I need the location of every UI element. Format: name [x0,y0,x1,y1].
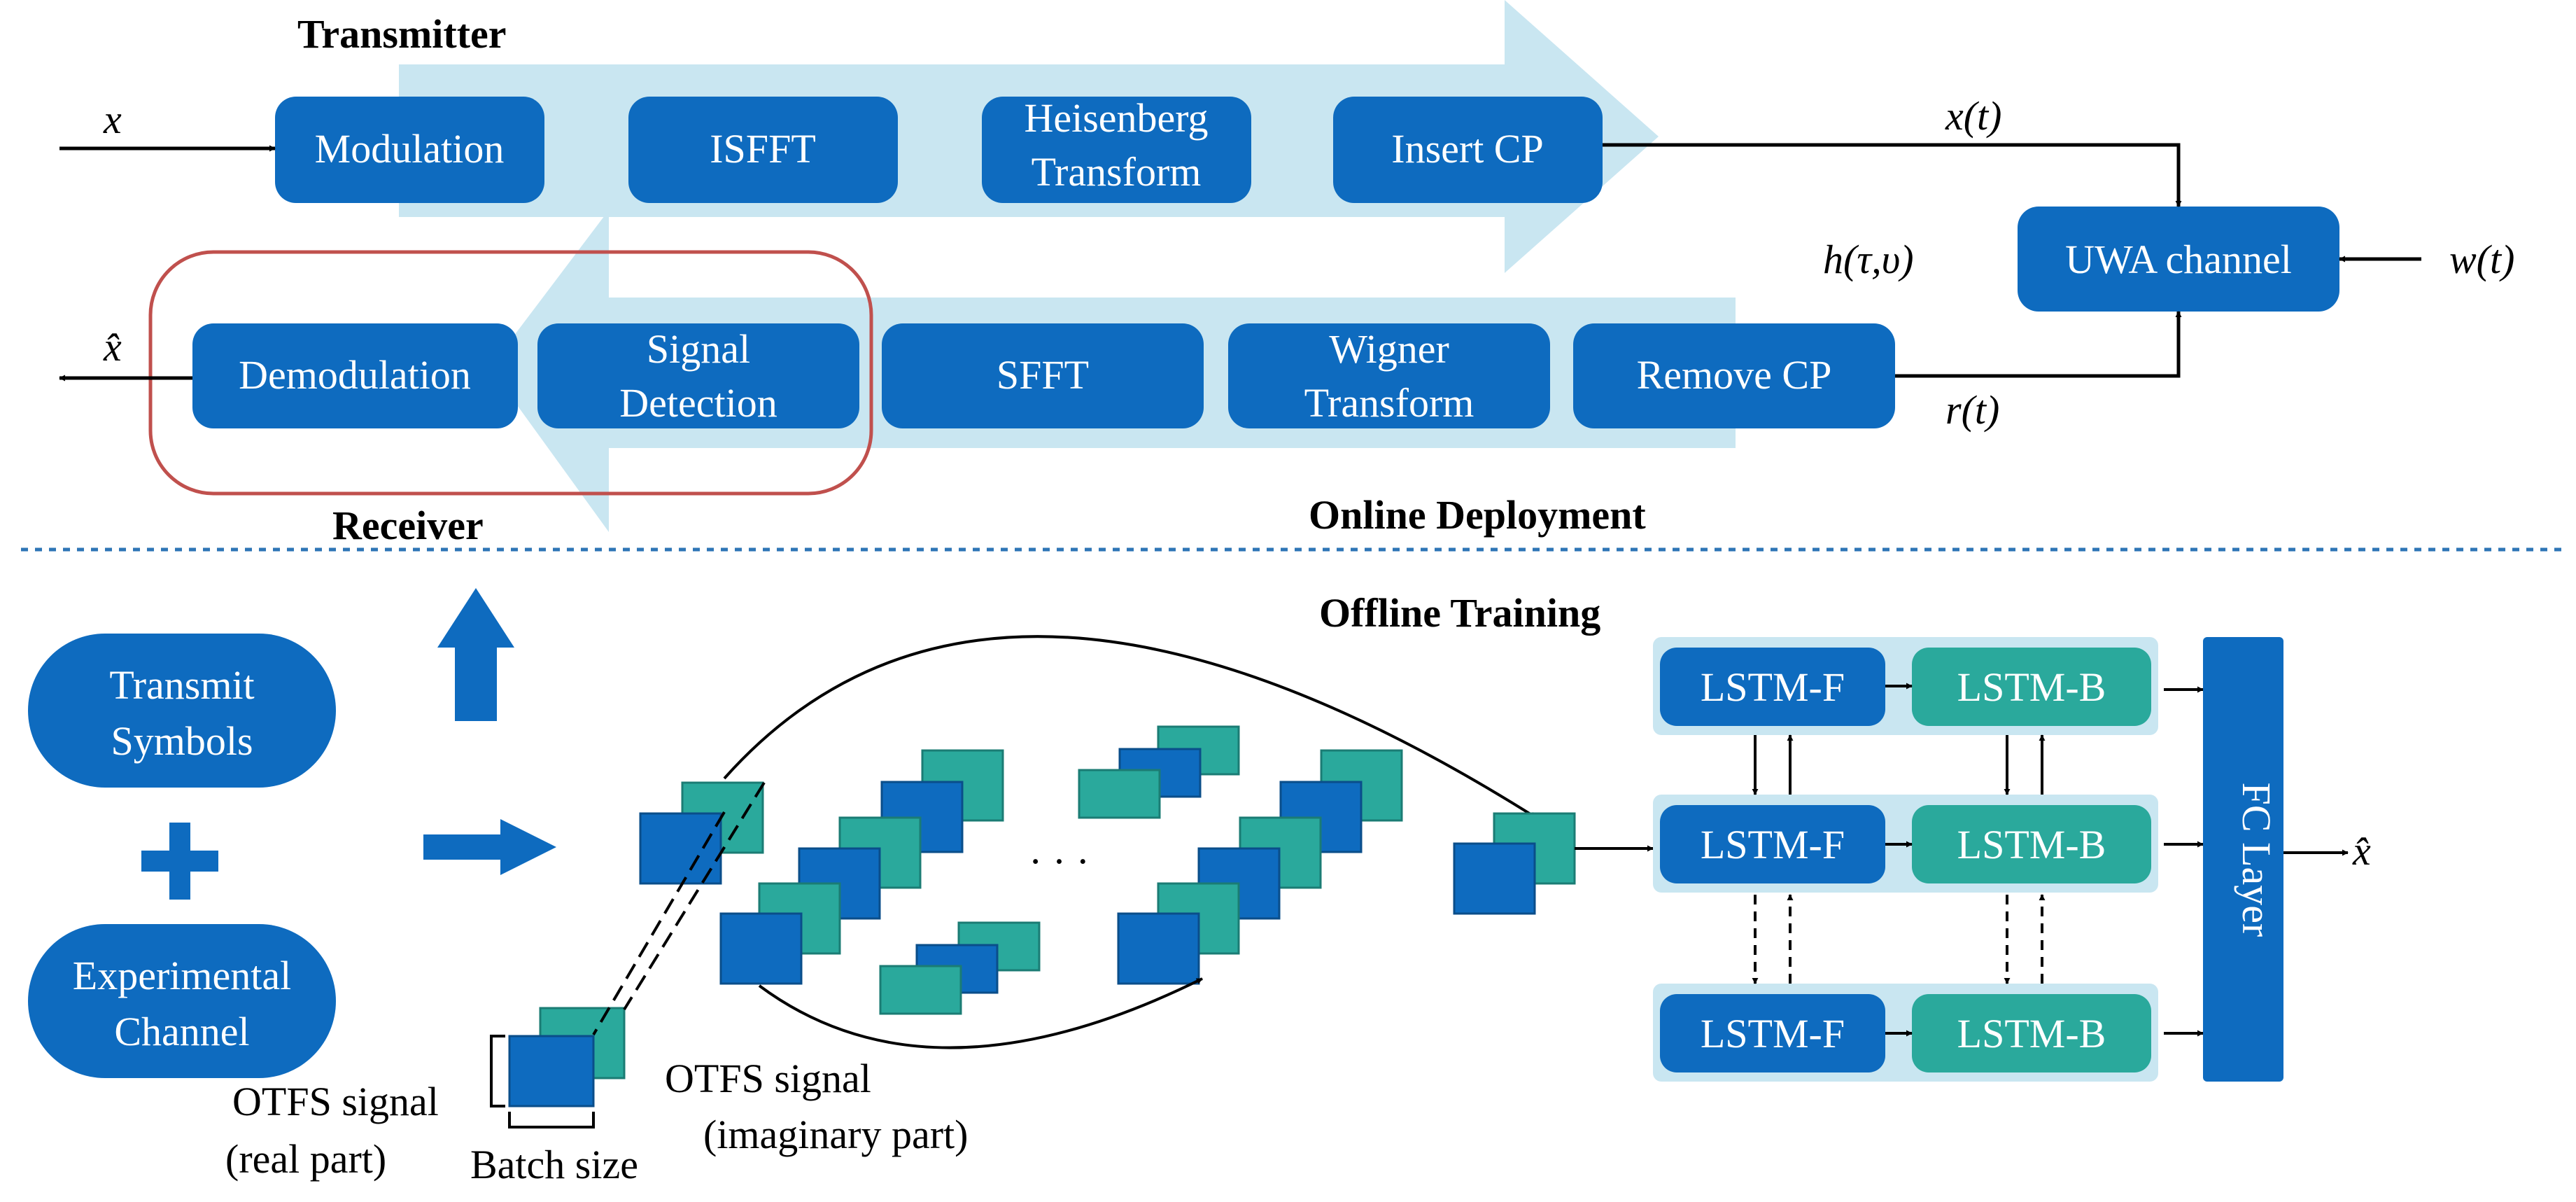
signal-h-label: h(τ,υ) [1823,237,1914,282]
rx-block-wigner: Wigner Transform [1228,323,1550,428]
signal-x-label: x [103,97,122,142]
rx-block-remove-cp: Remove CP [1573,323,1895,428]
svg-text:UWA channel: UWA channel [2065,237,2292,282]
signal-xt-label: x(t) [1945,93,2002,139]
otfs-real-label-line1: OTFS signal [232,1079,439,1124]
svg-text:LSTM-F: LSTM-F [1701,1011,1845,1056]
lstm-forward-cell: LSTM-F [1660,805,1885,883]
svg-text:Wigner: Wigner [1329,326,1449,372]
lstm-backward-cell: LSTM-B [1912,994,2151,1072]
svg-text:Detection: Detection [619,380,777,426]
zoom-line [623,781,766,1011]
bracket-bottom [508,1112,595,1128]
receiver-outline [148,250,873,496]
otfs-real-label-line2: (real part) [225,1136,386,1182]
otfs-stack-block [1117,912,1200,985]
tx-block-insert-cp: Insert CP [1333,97,1603,203]
otfs-imag-label-line1: OTFS signal [665,1056,871,1101]
svg-text:Insert CP: Insert CP [1391,126,1544,172]
lstm-forward-cell: LSTM-F [1660,994,1885,1072]
output-xhat-label: x̂ [2352,828,2371,874]
svg-text:Heisenberg: Heisenberg [1024,95,1208,141]
tx-block-isfft: ISFFT [628,97,898,203]
batch-size-label: Batch size [470,1142,638,1187]
tx-block-modulation: Modulation [275,97,544,203]
svg-text:Symbols: Symbols [111,718,253,764]
otfs-input-real [1453,842,1536,915]
plus-icon [141,823,218,900]
otfs-stack-block [719,912,803,985]
svg-text:FC Layer: FC Layer [2234,783,2279,937]
svg-text:Transform: Transform [1304,380,1474,426]
bracket-left [490,1035,505,1107]
curve-arrow-bottom [758,977,1203,1049]
lstm-backward-cell: LSTM-B [1912,648,2151,726]
signal-w-label: w(t) [2449,237,2514,282]
svg-text:Channel: Channel [114,1009,249,1054]
otfs-stack-block [879,965,962,1015]
lstm-forward-cell: LSTM-F [1660,648,1885,726]
curve-arrow-top [723,635,1537,819]
zoom-line [592,811,726,1036]
rx-block-demodulation: Demodulation [192,323,518,428]
svg-text:Modulation: Modulation [315,126,505,172]
rx-block-signal-detection: Signal Detection [537,323,859,428]
svg-text:Transmit: Transmit [109,662,254,708]
svg-text:Demodulation: Demodulation [239,352,471,398]
svg-text:Remove CP: Remove CP [1637,352,1832,398]
otfs-block-real [639,812,722,885]
uwa-channel-block: UWA channel [2018,207,2339,312]
lstm-backward-cell: LSTM-B [1912,805,2151,883]
transmit-symbols-block: Transmit Symbols [28,634,336,788]
offline-training-title: Offline Training [1319,590,1600,636]
transmitter-title: Transmitter [297,11,507,57]
svg-text:LSTM-F: LSTM-F [1701,822,1845,867]
arrow-insertcp-to-channel [1603,143,2182,207]
tx-block-heisenberg: Heisenberg Transform [982,95,1251,203]
experimental-channel-block: Experimental Channel [28,924,336,1078]
online-deployment-title: Online Deployment [1309,492,1646,538]
otfs-imag-label-line2: (imaginary part) [703,1112,968,1157]
svg-text:LSTM-F: LSTM-F [1701,664,1845,710]
otfs-stack-block [1078,769,1161,819]
svg-text:Transform: Transform [1032,149,1202,195]
svg-text:LSTM-B: LSTM-B [1957,664,2106,710]
signal-r-label: r(t) [1945,387,1999,433]
rx-block-sfft: SFFT [882,323,1204,428]
svg-text:LSTM-B: LSTM-B [1957,1011,2106,1056]
svg-text:Signal: Signal [647,326,750,372]
receiver-title: Receiver [332,503,484,548]
fc-layer: FC Layer [2203,637,2283,1082]
batch-block-real [508,1035,595,1107]
svg-text:LSTM-B: LSTM-B [1957,822,2106,867]
svg-text:Experimental: Experimental [73,953,291,998]
ellipsis: · · · [1029,839,1090,884]
svg-text:ISFFT: ISFFT [710,126,816,172]
svg-text:SFFT: SFFT [997,352,1089,398]
arrow-removecp-to-channel [1895,311,2182,378]
signal-xhat-label: x̂ [103,324,122,370]
arrow-up-icon [437,588,514,721]
arrow-right-icon [423,819,556,875]
